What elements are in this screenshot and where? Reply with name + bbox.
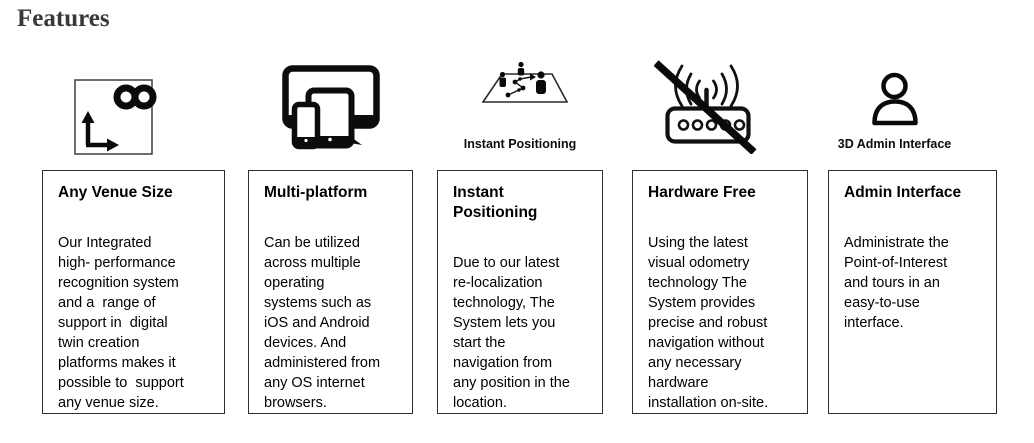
map-positioning-icon [481, 61, 569, 103]
router-crossed-icon [653, 60, 757, 154]
devices-icon [281, 65, 380, 150]
icon-area [248, 50, 413, 170]
feature-box: Admin Interface Administrate the Point-o… [828, 170, 997, 414]
feature-box: Any Venue Size Our Integrated high- perf… [42, 170, 225, 414]
feature-card-instant-positioning: Instant Positioning Instant Positioning … [437, 50, 603, 414]
feature-title: Any Venue Size [58, 184, 173, 201]
feature-card-hardware-free: Hardware Free Using the latest visual od… [632, 50, 808, 414]
feature-description: Can be utilized across multiple operatin… [264, 235, 381, 411]
feature-title: Multi-platform [264, 184, 368, 201]
feature-description: Administrate the Point-of-Interest and t… [844, 235, 949, 331]
icon-caption: Instant Positioning [463, 137, 577, 151]
feature-description: Using the latest visual odometry technol… [648, 235, 769, 411]
feature-title: Hardware Free [648, 184, 756, 201]
icon-caption: 3D Admin Interface [837, 137, 952, 151]
feature-title: Admin Interface [844, 184, 962, 201]
feature-card-any-venue-size: Any Venue Size Our Integrated high- perf… [42, 50, 225, 414]
feature-description: Our Integrated high- performance recogni… [58, 235, 184, 411]
feature-title: Instant Positioning [453, 184, 538, 221]
feature-card-multi-platform: Multi-platform Can be utilized across mu… [248, 50, 413, 414]
icon-area: 3D Admin Interface [828, 50, 997, 170]
icon-area: Instant Positioning [437, 50, 603, 170]
feature-card-admin-interface: 3D Admin Interface Admin Interface Admin… [828, 50, 997, 414]
feature-box: Instant Positioning Due to our latest re… [437, 170, 603, 414]
icon-area [632, 50, 808, 170]
feature-description: Due to our latest re-localization techno… [453, 255, 570, 411]
section-title: Features [17, 5, 110, 32]
infinity-axis-icon [74, 79, 157, 155]
feature-box: Hardware Free Using the latest visual od… [632, 170, 808, 414]
person-icon [871, 72, 918, 126]
icon-area [42, 50, 225, 170]
feature-box: Multi-platform Can be utilized across mu… [248, 170, 413, 414]
